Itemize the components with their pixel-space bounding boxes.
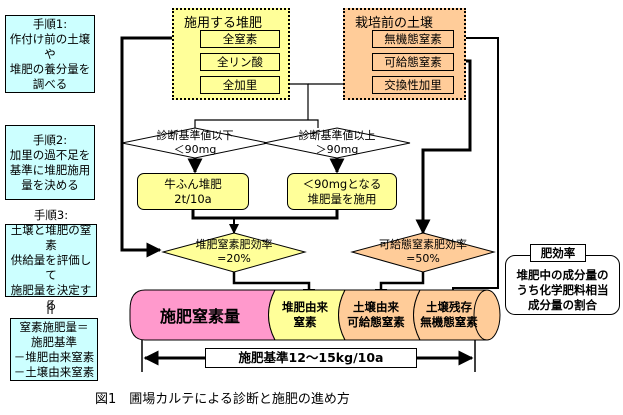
diamond-soil-eff — [350, 232, 496, 273]
fertilization-standard-label: 施肥基準12～15kg/10a — [205, 348, 417, 368]
step-3-text: 供給量を評価して — [10, 253, 92, 282]
action-cattle-manure: 牛ふん堆肥 2t/10a — [137, 173, 249, 210]
diamond-above — [263, 127, 411, 159]
diamond-compost-eff — [161, 232, 307, 273]
soil-item-inorganic-nitrogen: 無機態窒素 — [372, 30, 454, 48]
bar-label-text: 窒素 — [293, 315, 317, 329]
soil-item-exchangeable-potassium: 交換性加里 — [372, 76, 454, 94]
diamond-above-label: 診断基準値以上 — [298, 129, 376, 142]
bar-label-soil-available: 土壌由来 可給態窒素 — [336, 290, 416, 340]
step-2-text: 量を決める — [21, 177, 79, 192]
formula-line: 窒素施肥量＝ — [19, 319, 89, 334]
step-2-text: 基準に堆肥施用 — [9, 162, 91, 177]
action-cattle-label: 牛ふん堆肥 — [164, 176, 222, 191]
bar-label-text: 無機態窒素 — [420, 315, 478, 329]
step-3-box: 手順3: 土壌と堆肥の窒素 供給量を評価して 施肥量を決定する — [5, 208, 97, 312]
compost-eff-value: =20% — [217, 252, 251, 265]
diamond-above-value: ＞90mg — [315, 143, 359, 156]
diamond-below-text: 診断基準値以下 ＜90mg — [130, 129, 260, 157]
efficiency-note: 堆肥中の成分量の うち化学肥料相当 成分量の割合 — [505, 255, 620, 315]
compost-item-total-potassium: 全加里 — [200, 76, 280, 94]
line-total-nitrogen — [120, 36, 200, 258]
action-adjust-label: ＜90mgとなる — [302, 176, 382, 191]
formula-line: －堆肥由来窒素 — [13, 349, 95, 364]
soil-eff-value: =50% — [406, 252, 440, 265]
compost-item-total-nitrogen: 全窒素 — [200, 30, 280, 48]
bar-label-text: 可給態窒素 — [347, 315, 405, 329]
efficiency-note-text: 成分量の割合 — [528, 298, 597, 312]
step-3-text: 施肥量を決定する — [10, 283, 92, 312]
bar-label-compost-nitrogen: 堆肥由来 窒素 — [268, 290, 342, 340]
efficiency-note-title: 肥効率 — [530, 244, 586, 262]
step-2-title: 手順2: — [32, 132, 68, 147]
soil-item-available-nitrogen: 可給態窒素 — [372, 53, 454, 71]
bar-label-fertilizer-nitrogen: 施肥窒素量 — [135, 290, 265, 340]
step-1-text: 作付け前の土壌や — [9, 31, 91, 61]
soil-panel-title: 栽培前の土壌 — [355, 16, 434, 31]
step-2-text: 加里の過不足を — [9, 147, 91, 162]
action-adjust-compost: ＜90mgとなる 堆肥量を施用 — [287, 173, 397, 210]
soil-eff-label: 可給態窒素肥効率 — [379, 238, 467, 251]
nitrogen-bar — [129, 289, 501, 341]
bar-label-text: 土壌残存 — [426, 300, 472, 314]
efficiency-note-text: 堆肥中の成分量の — [516, 268, 609, 282]
bar-label-text: 土壌由来 — [353, 300, 399, 314]
step-2-box: 手順2: 加里の過不足を 基準に堆肥施用 量を決める — [5, 125, 95, 200]
diamond-below-value: ＜90mg — [173, 143, 217, 156]
figure-caption: 図1 圃場カルテによる診断と施肥の進め方 — [95, 392, 350, 407]
diamond-below-label: 診断基準値以下 — [156, 129, 234, 142]
compost-item-total-phosphate: 全リン酸 — [200, 53, 280, 71]
step-1-text: 堆肥の養分量を — [9, 61, 91, 76]
compost-panel-title: 施用する堆肥 — [184, 16, 263, 31]
bar-end-cap — [473, 289, 501, 341]
diamond-below — [121, 127, 269, 159]
formula-line: －土壌由来窒素 — [13, 364, 95, 379]
diamond-compost-eff-text: 堆肥窒素肥効率 =20% — [169, 238, 299, 266]
step-1-box: 手順1: 作付け前の土壌や 堆肥の養分量を 調べる — [5, 15, 95, 93]
formula-box: 窒素施肥量＝ 施肥基準 －堆肥由来窒素 －土壌由来窒素 — [10, 318, 98, 381]
step-3-title: 手順3: — [33, 208, 69, 222]
step-3-text: 土壌と堆肥の窒素 — [10, 223, 92, 252]
equals-sign: || — [45, 300, 55, 314]
formula-line: 施肥基準 — [31, 334, 77, 349]
action-adjust-text: 堆肥量を施用 — [307, 191, 377, 206]
bar-label-soil-residual: 土壌残存 無機態窒素 — [410, 290, 488, 340]
line-fork — [194, 110, 319, 128]
compost-eff-label: 堆肥窒素肥効率 — [195, 238, 273, 251]
bar-label-text: 施肥窒素量 — [159, 307, 240, 326]
bar-label-text: 堆肥由来 — [282, 300, 328, 314]
diamond-above-text: 診断基準値以上 ＞90mg — [272, 129, 402, 157]
step-1-text: 調べる — [32, 76, 68, 91]
efficiency-note-text: うち化学肥料相当 — [516, 283, 609, 297]
step-1-title: 手順1: — [32, 16, 68, 31]
action-cattle-amount: 2t/10a — [174, 191, 212, 206]
diamond-soil-eff-text: 可給態窒素肥効率 =50% — [358, 238, 488, 266]
